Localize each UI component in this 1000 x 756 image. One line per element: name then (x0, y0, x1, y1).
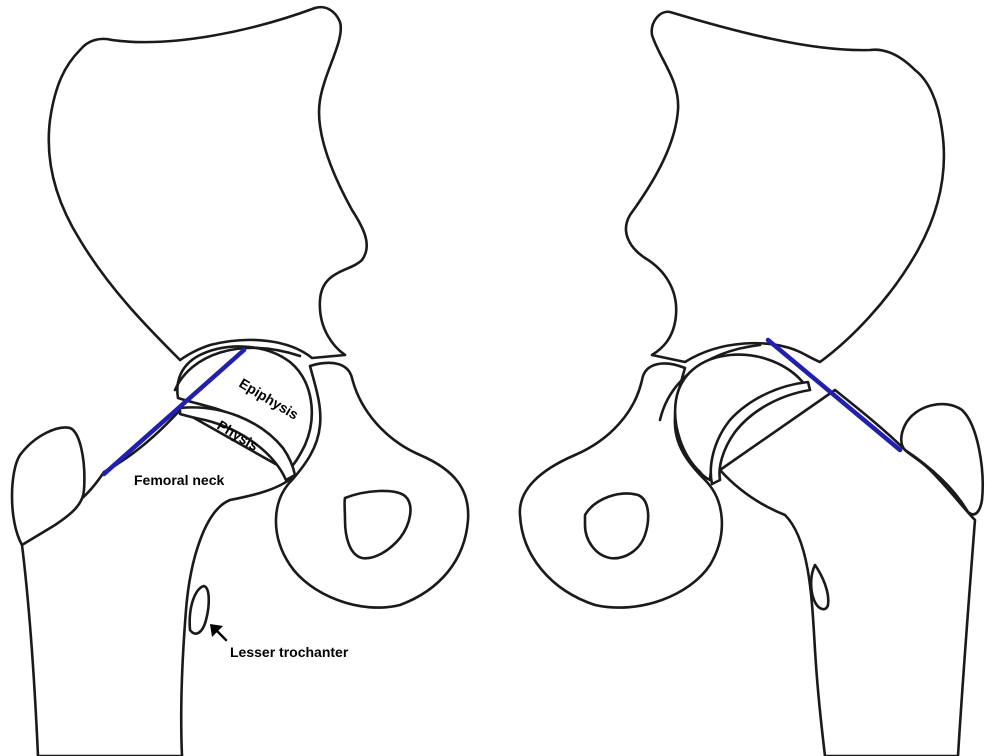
left-physis (178, 406, 297, 482)
right-klein-line (765, 337, 903, 453)
left-hip: Epiphysis Physis Femoral neck Lesser tro… (10, 5, 470, 756)
right-greater-trochanter (899, 402, 984, 516)
right-hip (518, 10, 984, 756)
right-obturator-foramen (583, 492, 650, 560)
left-lesser-trochanter (188, 584, 211, 635)
right-physis (709, 380, 812, 486)
left-klein-line (101, 347, 247, 477)
label-femoral-neck: Femoral neck (134, 472, 224, 488)
right-ischium-pubis (518, 362, 724, 609)
left-obturator-foramen (343, 489, 412, 560)
left-ischium-pubis (274, 361, 470, 609)
left-greater-trochanter (10, 426, 86, 547)
right-ilium (624, 10, 946, 364)
right-femur (718, 388, 977, 756)
label-lesser-trochanter: Lesser trochanter (230, 644, 349, 660)
left-acetabulum-roof (173, 346, 302, 392)
lesser-trochanter-arrow (210, 624, 228, 642)
right-lesser-trochanter (809, 563, 830, 611)
left-ilium (47, 5, 368, 362)
left-femur (20, 408, 297, 756)
